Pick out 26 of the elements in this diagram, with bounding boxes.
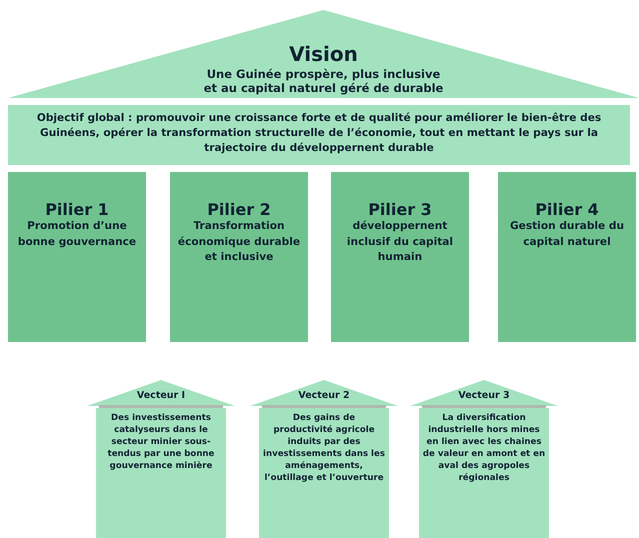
- pillar-description: Transformation économique durable et inclusive: [176, 219, 302, 265]
- pillar-heading: Pilier 2: [206, 200, 272, 219]
- pillar-box: [8, 172, 146, 342]
- pillar-box: [331, 172, 469, 342]
- objective-band: [8, 105, 630, 165]
- pillar-box: [170, 172, 308, 342]
- vector-description: Des investissements catalyseurs dans le secteur minier sous-tendus par une bonne gouvernance minière: [106, 412, 216, 472]
- vector-description: La diversification industrielle hors mines en lien avec les chaines de valeur en amont et en aval des agropoles régionales: [422, 412, 546, 484]
- pillar-box: [498, 172, 636, 342]
- roof-heading: Vision: [288, 42, 359, 66]
- pillar-heading: Pilier 3: [367, 200, 433, 219]
- pillar-heading: Pilier 4: [534, 200, 600, 219]
- roof-shape: [8, 10, 639, 98]
- vector-house: [87, 380, 235, 538]
- pillar-description: Gestion durable du capital naturel: [508, 219, 626, 250]
- vector-heading: Vecteur I: [136, 390, 186, 402]
- vector-description: Des gains de productivité agricole induits par des investissements dans les aménagements, l’outillage et l’ouverture: [262, 412, 386, 484]
- vector-house: [410, 380, 558, 538]
- pillar-description: Promotion d’une bonne gouvernance: [16, 219, 138, 250]
- objective-text: Objectif global : promouvoir une croissance forte et de qualité pour améliorer le bien-être des Guinéens, opérer la transformation structurelle de l’économie, tout en mettant le pays sur la trajectoire du développernent durable: [36, 111, 602, 156]
- pillar-description: développernent inclusif du capital humain: [346, 219, 454, 265]
- vector-house: [250, 380, 398, 538]
- vector-heading: Vecteur 2: [297, 390, 351, 402]
- roof-subtitle: Une Guinée prospère, plus inclusive et au capital naturel géré de durable: [202, 67, 444, 95]
- vector-heading: Vecteur 3: [457, 390, 511, 402]
- pillar-heading: Pilier 1: [44, 200, 110, 219]
